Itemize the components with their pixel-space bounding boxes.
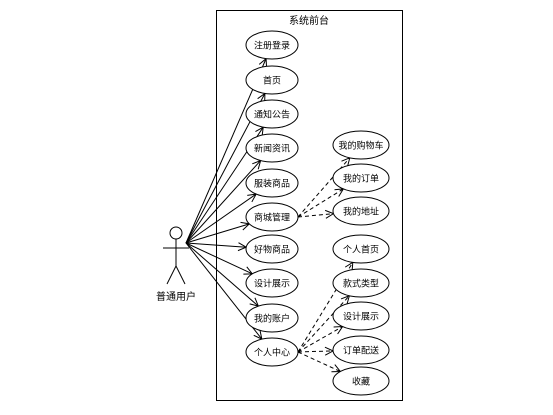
use-case-good-goods: 好物商品: [245, 234, 299, 264]
system-boundary: [216, 10, 403, 401]
actor-stick-figure: [163, 226, 189, 285]
system-title: 系统前台: [289, 14, 329, 27]
use-case-cart: 我的购物车: [332, 130, 390, 160]
use-case-style-type: 款式类型: [332, 268, 390, 298]
association-clothing-goods: [185, 194, 256, 244]
use-case-label: 好物商品: [254, 244, 290, 256]
use-case-label: 个人中心: [254, 347, 290, 359]
association-news: [185, 161, 261, 244]
use-case-mall-manage: 商城管理: [245, 202, 299, 232]
use-case-label: 款式类型: [343, 278, 379, 290]
use-case-label: 我的购物车: [338, 140, 383, 152]
include-orders: [297, 189, 343, 218]
use-case-label: 设计展示: [343, 311, 379, 323]
use-case-label: 设计展示: [254, 278, 290, 290]
use-case-clothing-goods: 服装商品: [245, 168, 299, 198]
use-case-label: 首页: [263, 75, 281, 87]
use-case-personal-home: 个人首页: [332, 234, 390, 264]
include-design-show-2: [297, 327, 343, 353]
use-case-label: 我的地址: [343, 206, 379, 218]
use-case-design-show-2: 设计展示: [332, 301, 390, 331]
use-case-register-login: 注册登录: [245, 30, 299, 60]
use-case-orders: 我的订单: [332, 163, 390, 193]
include-favorites: [297, 351, 340, 372]
use-case-label: 注册登录: [254, 40, 290, 52]
use-case-home: 首页: [245, 65, 299, 95]
use-case-label: 订单配送: [343, 345, 379, 357]
use-case-my-account: 我的账户: [245, 303, 299, 333]
use-case-label: 我的订单: [343, 173, 379, 185]
association-my-account: [185, 242, 258, 306]
use-case-label: 个人首页: [343, 244, 379, 256]
include-order-delivery: [297, 351, 333, 352]
use-case-label: 我的账户: [254, 313, 290, 325]
use-case-label: 通知公告: [254, 109, 290, 121]
use-case-order-delivery: 订单配送: [332, 335, 390, 365]
association-design-show: [185, 242, 252, 274]
use-case-label: 新闻资讯: [254, 143, 290, 155]
use-case-favorites: 收藏: [332, 366, 390, 396]
include-style-type: [297, 296, 349, 353]
use-case-label: 服装商品: [254, 178, 290, 190]
use-cases: 注册登录首页通知公告新闻资讯服装商品商城管理好物商品设计展示我的账户个人中心我的…: [245, 30, 390, 396]
use-case-address: 我的地址: [332, 196, 390, 226]
association-mall-manage: [185, 224, 249, 244]
association-good-goods: [185, 243, 246, 247]
actor-label: 普通用户: [156, 290, 196, 303]
use-case-personal-center: 个人中心: [245, 337, 299, 367]
use-case-notice: 通知公告: [245, 99, 299, 129]
use-case-label: 收藏: [352, 376, 370, 388]
include-address: [297, 214, 333, 217]
use-case-design-show: 设计展示: [245, 268, 299, 298]
use-case-label: 商城管理: [254, 212, 290, 224]
use-case-news: 新闻资讯: [245, 133, 299, 163]
